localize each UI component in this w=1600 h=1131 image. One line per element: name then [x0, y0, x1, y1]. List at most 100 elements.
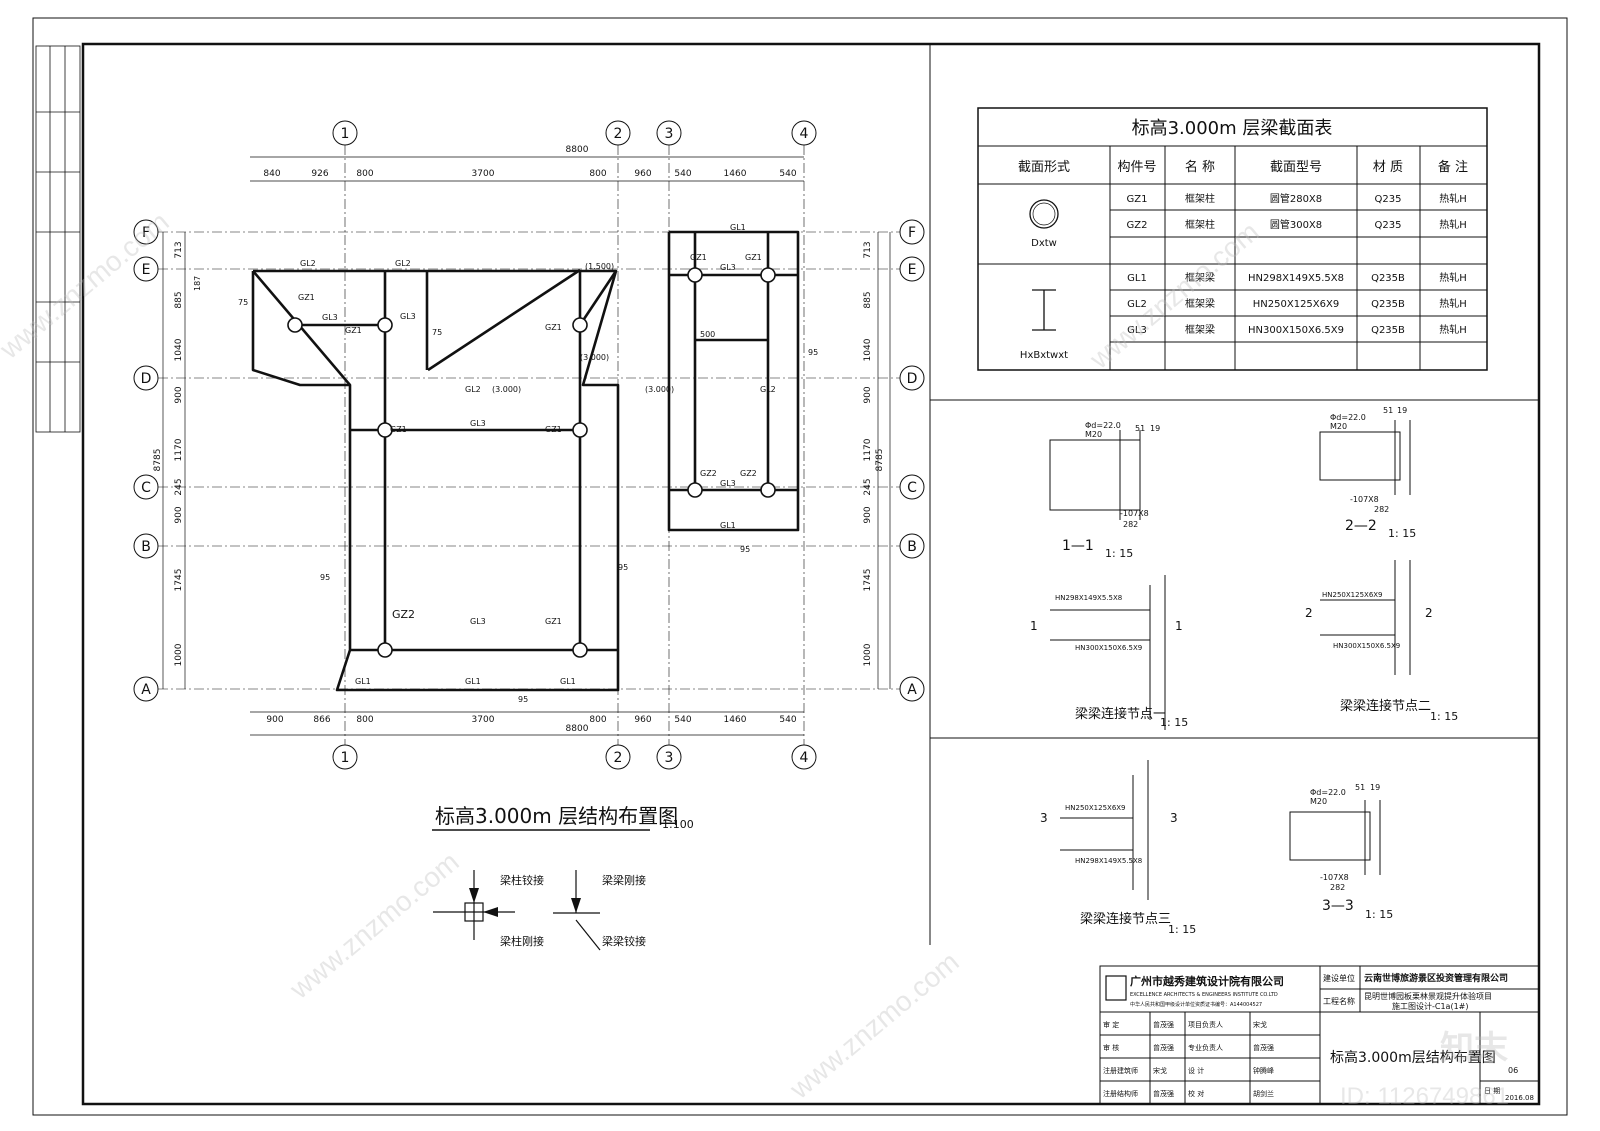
- dim-bottom-4: 800: [589, 715, 606, 725]
- dim-top-5: 960: [634, 169, 651, 179]
- label-gz2-c: GZ2: [740, 469, 757, 478]
- dim-top-8: 540: [779, 169, 796, 179]
- left-margin-strip: [35, 45, 81, 433]
- dim-top-3: 3700: [472, 169, 495, 179]
- name2-3: 胡剑兰: [1253, 1089, 1274, 1098]
- row-2-profile: HN298X149X5.5X8: [1248, 273, 1344, 284]
- watermark-brand: 知末: [1440, 1030, 1508, 1068]
- h-section-icon: [1032, 289, 1056, 331]
- detail-22-label: 2—2: [1345, 518, 1377, 534]
- row-4-material: Q235B: [1371, 325, 1405, 336]
- company-logo: [1105, 975, 1127, 1001]
- node-1-drawing: [1050, 575, 1166, 730]
- connection-details: 1—1 1: 15 2—2 1: 15 Φd=22.0 M20 -107X8 5…: [1030, 406, 1458, 936]
- node-2-upper: HN250X125X6X9: [1322, 591, 1383, 599]
- detail-33-dim-19: 19: [1370, 783, 1380, 792]
- th-member: 构件号: [1117, 160, 1156, 175]
- node-3-lower: HN298X149X5.5X8: [1075, 857, 1142, 865]
- row-4-profile: HN300X150X6.5X9: [1248, 325, 1344, 336]
- row-0-remark: 热轧H: [1439, 192, 1467, 205]
- node-1-title: 梁梁连接节点一: [1075, 706, 1166, 722]
- axis-2-bottom: 2: [614, 750, 623, 766]
- axis-C-right: C: [907, 480, 917, 496]
- dim-total-right: 8785: [875, 449, 885, 472]
- dim-total-bottom: 8800: [566, 724, 589, 734]
- label-gz2-a: GZ2: [392, 608, 415, 621]
- axis-1-bottom: 1: [341, 750, 350, 766]
- plan-title: 标高3.000m 层结构布置图: [435, 804, 678, 828]
- label-gl3-d: GL3: [322, 313, 338, 322]
- detail-22-dim-19: 19: [1397, 406, 1407, 415]
- note-95-c: 95: [518, 695, 528, 704]
- axis-3-bottom: 3: [665, 750, 674, 766]
- dim-left-2: 1040: [174, 338, 184, 361]
- row-0-name: 框架柱: [1185, 192, 1215, 205]
- note-3000-a: (3.000): [492, 385, 521, 394]
- dim-top-4: 800: [589, 169, 606, 179]
- axis-E-left: E: [142, 262, 151, 278]
- columns: [287, 267, 776, 658]
- row-4-name: 框架梁: [1185, 323, 1215, 336]
- date-label: 日 期: [1484, 1087, 1500, 1095]
- dim-top-2: 800: [356, 169, 373, 179]
- dim-left-1: 885: [174, 291, 184, 308]
- dimension-texts-vertical: 8785 8785 713 885 1040 900 1170 245 900 …: [153, 241, 885, 666]
- role-3: 注册结构师: [1103, 1089, 1138, 1098]
- label-gz1-g: GZ1: [690, 253, 707, 262]
- detail-22-plate: -107X8: [1350, 495, 1379, 504]
- row-1-profile: 圆管300X8: [1270, 218, 1322, 231]
- pipe-section-label: Dxtw: [1031, 238, 1057, 249]
- label-gz1-e: GZ1: [545, 425, 562, 434]
- label-gl3-e: GL3: [720, 263, 736, 272]
- axis-labels: 1 2 3 4 1 2 3 4 F E D C B A F E D C B A: [141, 126, 918, 766]
- company-cert: 中华人民共和国甲级设计单位资质证书编号：A144004527: [1130, 1001, 1262, 1008]
- client-label: 建设单位: [1323, 973, 1355, 983]
- detail-11-dim-19: 19: [1150, 424, 1160, 433]
- section-table-title: 标高3.000m 层梁截面表: [1132, 118, 1333, 139]
- node-3-title: 梁梁连接节点三: [1080, 911, 1171, 927]
- row-0-profile: 圆管280X8: [1270, 192, 1322, 205]
- th-shape: 截面形式: [1018, 160, 1070, 175]
- name1-1: 曾茂强: [1153, 1043, 1174, 1052]
- axis-3-top: 3: [665, 126, 674, 142]
- dim-right-0: 713: [863, 241, 873, 258]
- node-2-lower: HN300X150X6.5X9: [1333, 642, 1400, 650]
- axis-F-right: F: [908, 225, 916, 241]
- dim-right-2: 1040: [863, 338, 873, 361]
- label-gl3-b: GL3: [470, 419, 486, 428]
- dim-right-1: 885: [863, 291, 873, 308]
- label-gz1-f: GZ1: [545, 617, 562, 626]
- label-gl1-a: GL1: [465, 677, 481, 686]
- grid-lines: [158, 145, 900, 745]
- label-gz1-d: GZ1: [390, 425, 407, 434]
- note-95-b: 95: [618, 563, 628, 572]
- legend-beam-col-rigid: 梁柱刚接: [500, 934, 544, 948]
- axis-4-bottom: 4: [800, 750, 809, 766]
- detail-33-plate: -107X8: [1320, 873, 1349, 882]
- name2-0: 宋戈: [1253, 1020, 1267, 1029]
- legend-beam-beam-rigid: 梁梁刚接: [602, 873, 646, 887]
- role2-1: 专业负责人: [1188, 1043, 1223, 1052]
- detail-11-label: 1—1: [1062, 538, 1094, 554]
- label-gl1-e: GL1: [560, 677, 576, 686]
- dim-top-7: 1460: [724, 169, 747, 179]
- dim-bottom-8: 540: [779, 715, 796, 725]
- dim-left-8: 1000: [174, 643, 184, 666]
- name1-2: 宋戈: [1153, 1066, 1167, 1075]
- client-name: 云南世博旅游景区投资管理有限公司: [1364, 972, 1508, 984]
- h-section-label: HxBxtwxt: [1020, 350, 1068, 361]
- note-3000-c: (3.000): [645, 385, 674, 394]
- legend: 梁柱铰接 梁柱刚接 梁梁刚接 梁梁铰接: [433, 870, 646, 951]
- detail-33-scale: 1: 15: [1365, 908, 1393, 921]
- detail-22-dim-282: 282: [1374, 505, 1389, 514]
- dim-right-7: 1745: [863, 569, 873, 592]
- th-material: 材 质: [1373, 160, 1403, 175]
- dim-bottom-6: 540: [674, 715, 691, 725]
- label-gl1-d: GL1: [355, 677, 371, 686]
- detail-22-scale: 1: 15: [1388, 527, 1416, 540]
- row-2-name: 框架梁: [1185, 271, 1215, 284]
- panel-dividers: [929, 44, 1539, 945]
- row-0-member: GZ1: [1127, 194, 1148, 205]
- node-3-scale: 1: 15: [1168, 923, 1196, 936]
